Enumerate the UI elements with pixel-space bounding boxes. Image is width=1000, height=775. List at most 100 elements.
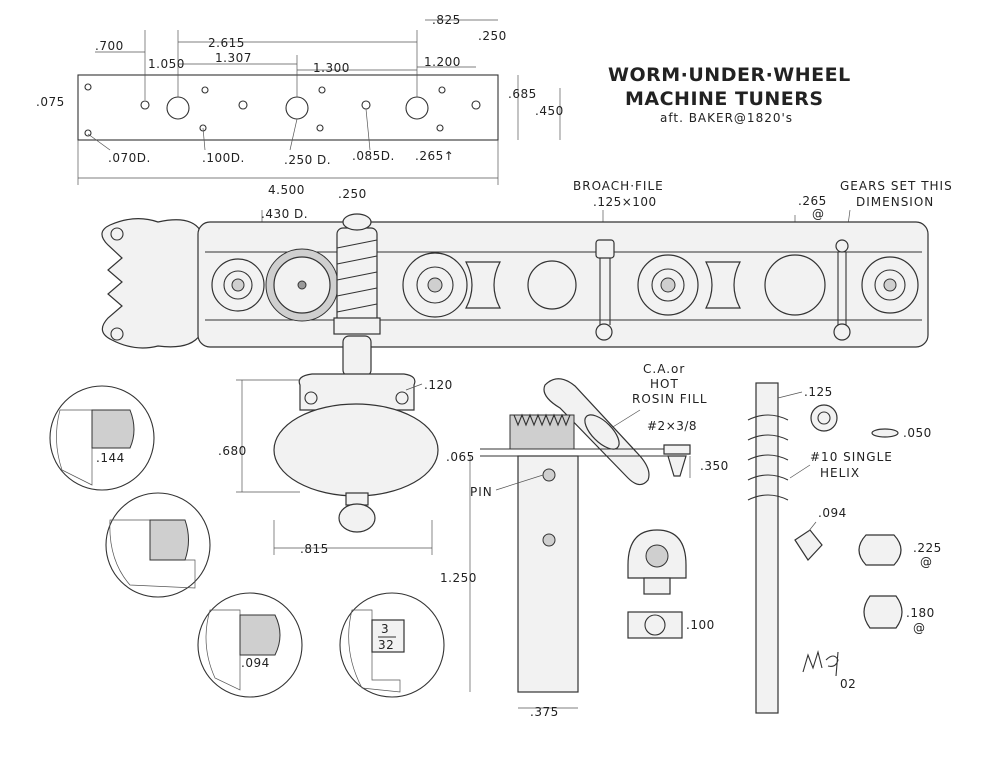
washer [810, 404, 838, 432]
dim-100d: .100D. [202, 151, 245, 165]
dim-1050: 1.050 [148, 57, 185, 71]
fraction-denominator: 32 [378, 638, 394, 652]
plan-post-hole [285, 96, 309, 120]
title-line-1: WORM·UNDER·WHEEL [608, 64, 851, 86]
dim-250d: .250 D. [284, 153, 331, 167]
post-foot [833, 323, 851, 341]
worm-slot [465, 261, 501, 309]
dim-050: .050 [903, 426, 932, 440]
plan-hole [471, 100, 481, 110]
button-collar [298, 373, 416, 411]
worm-slot [705, 261, 741, 309]
dim-430d: .430 D. [261, 207, 308, 221]
detail-circles: .144 .094 3 32 [49, 385, 445, 698]
dim-815: .815 [300, 542, 329, 556]
square-key [794, 529, 823, 561]
broach-square [595, 239, 615, 259]
dim-265-gear: .265 [798, 194, 827, 208]
worm-helix [747, 414, 789, 501]
gear-teeth-block [509, 414, 575, 450]
dim-094-key: .094 [818, 506, 847, 520]
dim-1300: 1.300 [313, 61, 350, 75]
plan-hole [140, 100, 150, 110]
plan-hole [436, 124, 444, 132]
plan-post-hole [166, 96, 190, 120]
plan-hole [438, 86, 446, 94]
plate-scroll-end [101, 218, 201, 349]
post-section: C.A.or HOT ROSIN FILL #2×3/8 .065 PIN .3… [440, 362, 729, 719]
post-foot [595, 323, 613, 341]
top-plan-view: .825 .250 .700 2.615 1.050 1.307 1.300 1… [36, 13, 564, 197]
worm-shaft-detail: .125 #10 SINGLE HELIX .050 .094 .225 @ .… [747, 382, 942, 714]
detail-dim-144: .144 [96, 451, 125, 465]
broach-file-label: BROACH·FILE [573, 179, 664, 193]
dim-180: .180 [906, 606, 935, 620]
plan-hole [316, 124, 324, 132]
ca-note-1: C.A.or [643, 362, 685, 376]
signature: 02 [802, 649, 856, 691]
button-finial [338, 503, 376, 533]
dim-265: .265↑ [415, 149, 454, 163]
plan-hole [361, 100, 371, 110]
title-line-2: MACHINE TUNERS [625, 88, 824, 110]
dim-075: .075 [36, 95, 65, 109]
main-plate-view: .430 D. .250 BROACH·FILE .125×100 .265 @… [101, 179, 952, 349]
dim-070d: .070D. [108, 151, 151, 165]
dim-700: .700 [95, 39, 124, 53]
scroll-eye [110, 227, 124, 241]
dim-085d: .085D. [352, 149, 395, 163]
dim-825: .825 [432, 13, 461, 27]
worm-shaft [336, 227, 378, 329]
pin-label: PIN [470, 485, 493, 499]
detail-circle-3: .094 [197, 592, 303, 698]
dim-2615: 2.615 [208, 36, 245, 50]
bead-large [858, 534, 902, 566]
dim-375: .375 [530, 705, 559, 719]
post-tube [517, 455, 579, 693]
button-body [273, 403, 439, 497]
screw-spec: #2×3/8 [647, 419, 697, 433]
detail-dim-094: .094 [241, 656, 270, 670]
dim-4500: 4.500 [268, 183, 305, 197]
plan-hole [84, 83, 92, 91]
dim-065: .065 [446, 450, 475, 464]
dim-685: .685 [508, 87, 537, 101]
plate-opening [764, 254, 826, 316]
dim-1200: 1.200 [424, 55, 461, 69]
button-neck [342, 335, 372, 377]
dim-120: .120 [424, 378, 453, 392]
dim-225: .225 [913, 541, 942, 555]
at-symbol-3: @ [913, 621, 926, 635]
ca-note-2: HOT [650, 377, 679, 391]
plan-plate-outline [77, 74, 499, 141]
dim-250-plate: .250 [338, 187, 367, 201]
plan-hole [238, 100, 248, 110]
dim-350: .350 [700, 459, 729, 473]
scroll-eye [110, 327, 124, 341]
ca-note-3: ROSIN FILL [632, 392, 708, 406]
single-helix-2: HELIX [820, 466, 860, 480]
plan-post-hole [405, 96, 429, 120]
dim-450: .450 [535, 104, 564, 118]
worm-rod [755, 382, 779, 714]
title-block: WORM·UNDER·WHEEL MACHINE TUNERS aft. BAK… [608, 64, 851, 125]
button-view: .120 .680 .815 [218, 335, 453, 556]
dim-1250: 1.250 [440, 571, 477, 585]
signature-year: 02 [840, 677, 856, 691]
detail-circle-4: 3 32 [339, 592, 445, 698]
bead-small [863, 595, 903, 629]
ferrule-bottom [627, 611, 683, 639]
broach-size: .125×100 [593, 195, 657, 209]
plan-hole [84, 129, 92, 137]
gears-note-2: DIMENSION [856, 195, 934, 209]
single-helix-1: #10 SINGLE [810, 450, 893, 464]
at-symbol-1: @ [812, 207, 825, 221]
dim-250-top: .250 [478, 29, 507, 43]
plate-opening [527, 260, 577, 310]
dim-125: .125 [804, 385, 833, 399]
dim-1307: 1.307 [215, 51, 252, 65]
at-symbol-2: @ [920, 555, 933, 569]
wood-screw [663, 444, 691, 455]
